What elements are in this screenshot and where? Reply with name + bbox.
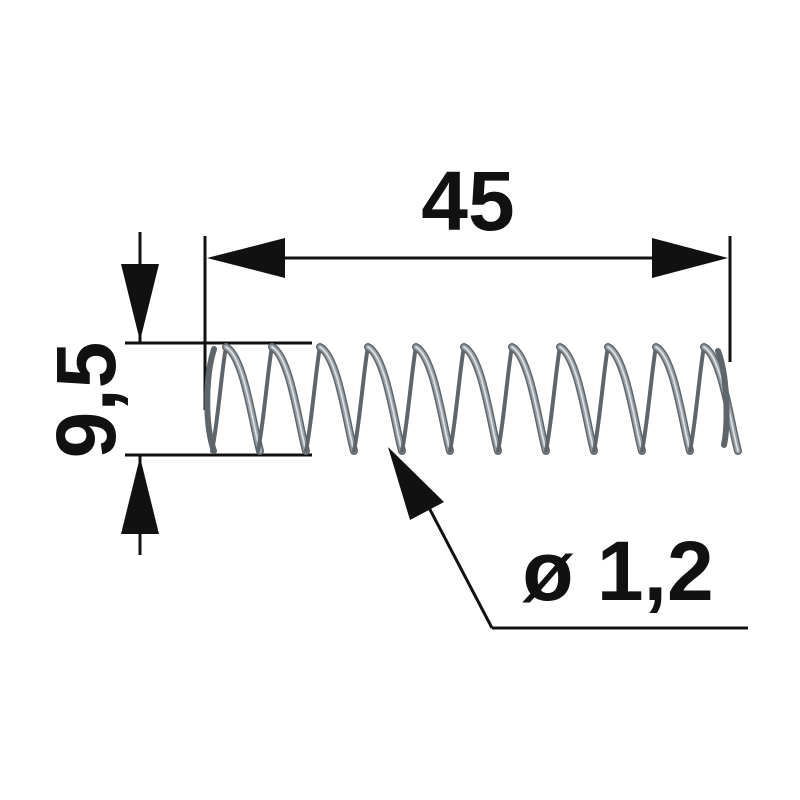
spring-coil-body [365,344,405,454]
spring-coil-back [304,345,322,453]
spring-coil-highlight [463,346,499,452]
spring-coil-back [640,345,658,453]
spring-coil-body [557,344,597,454]
length-dimension: 45 [203,154,732,410]
spring-coil-body [223,344,263,454]
wire-diameter-callout: ø 1,2 [388,447,748,630]
spring-coil-highlight [607,346,643,452]
outer-diameter-label: 9,5 [39,342,133,459]
spring-coil-highlight [415,346,451,452]
spring-end-right [715,348,730,448]
compression-spring [204,343,742,455]
spring-coil-back [352,345,370,453]
length-arrow-left [207,238,285,278]
spring-coil-highlight [559,346,595,452]
spring-coil-body [461,344,501,454]
spring-coil-body [605,344,645,454]
spring-coil-body [269,344,309,454]
spring-coil-back [688,345,706,453]
spring-coil-back [496,345,514,453]
spring-coil-highlight [319,346,355,452]
spring-coil-highlight [225,346,261,452]
wire-diameter-label: ø 1,2 [522,524,713,618]
spring-coil-highlight [367,346,403,452]
spring-coil-back [448,345,466,453]
spring-coil-highlight [655,346,691,452]
outer-diameter-dimension: 9,5 [39,232,312,555]
spring-coil-back [400,345,418,453]
diameter-arrow-bottom [121,457,159,534]
length-arrow-right [652,238,728,278]
diameter-arrow-top [121,264,159,341]
spring-coil-body [317,344,357,454]
spring-coil-back [210,345,228,453]
leader-line-diagonal [423,499,494,629]
spring-coil-back [592,345,610,453]
length-label: 45 [421,154,514,248]
spring-coil-body [413,344,453,454]
spring-coil-body [653,344,693,454]
spring-coil-highlight [271,346,307,452]
spring-coil-back [544,345,562,453]
spring-coil-back [256,345,274,453]
spring-end-left [204,346,217,454]
spring-coil-body [509,344,549,454]
leader-arrow [388,447,444,520]
spring-coil-highlight [511,346,547,452]
